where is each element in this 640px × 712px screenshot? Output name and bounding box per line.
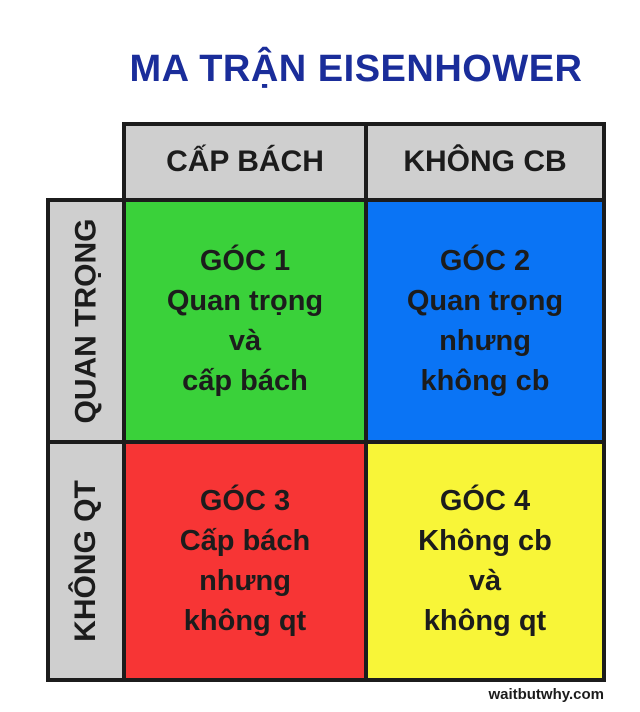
quadrant-1-line-1: Quan trọng: [166, 285, 324, 317]
quadrant-1-title: GÓC 1: [199, 245, 291, 277]
quadrant-4-line-3: không qt: [423, 605, 547, 637]
row-header-not-important: KHÔNG QT: [46, 440, 126, 682]
column-header-urgent-label: CẤP BÁCH: [166, 145, 324, 178]
quadrant-4-line-2: và: [468, 565, 502, 597]
quadrant-3-line-1: Cấp bách: [179, 525, 311, 557]
quadrant-1: GÓC 1 Quan trọng và cấp bách: [122, 198, 368, 444]
quadrant-3-line-3: không qt: [183, 605, 307, 637]
quadrant-2-line-2: nhưng: [439, 325, 531, 357]
quadrant-2-title: GÓC 2: [439, 245, 531, 277]
quadrant-3-title: GÓC 3: [199, 485, 291, 517]
quadrant-1-line-2: và: [228, 325, 262, 357]
row-header-not-important-label: KHÔNG QT: [69, 480, 103, 642]
quadrant-1-line-3: cấp bách: [182, 365, 308, 397]
column-header-not-urgent-label: KHÔNG CB: [403, 145, 567, 178]
row-header-important: QUAN TRỌNG: [46, 198, 126, 444]
quadrant-2-line-1: Quan trọng: [406, 285, 564, 317]
quadrant-2: GÓC 2 Quan trọng nhưng không cb: [364, 198, 606, 444]
column-header-urgent: CẤP BÁCH: [122, 122, 368, 202]
quadrant-2-line-3: không cb: [420, 365, 550, 397]
quadrant-4: GÓC 4 Không cb và không qt: [364, 440, 606, 682]
quadrant-3-line-2: nhưng: [199, 565, 291, 597]
quadrant-4-title: GÓC 4: [439, 485, 531, 517]
column-header-not-urgent: KHÔNG CB: [364, 122, 606, 202]
source-credit: waitbutwhy.com: [488, 686, 604, 703]
diagram-title: MA TRẬN EISENHOWER: [129, 48, 583, 90]
row-header-important-label: QUAN TRỌNG: [69, 218, 102, 424]
quadrant-4-line-1: Không cb: [418, 525, 552, 557]
quadrant-3: GÓC 3 Cấp bách nhưng không qt: [122, 440, 368, 682]
